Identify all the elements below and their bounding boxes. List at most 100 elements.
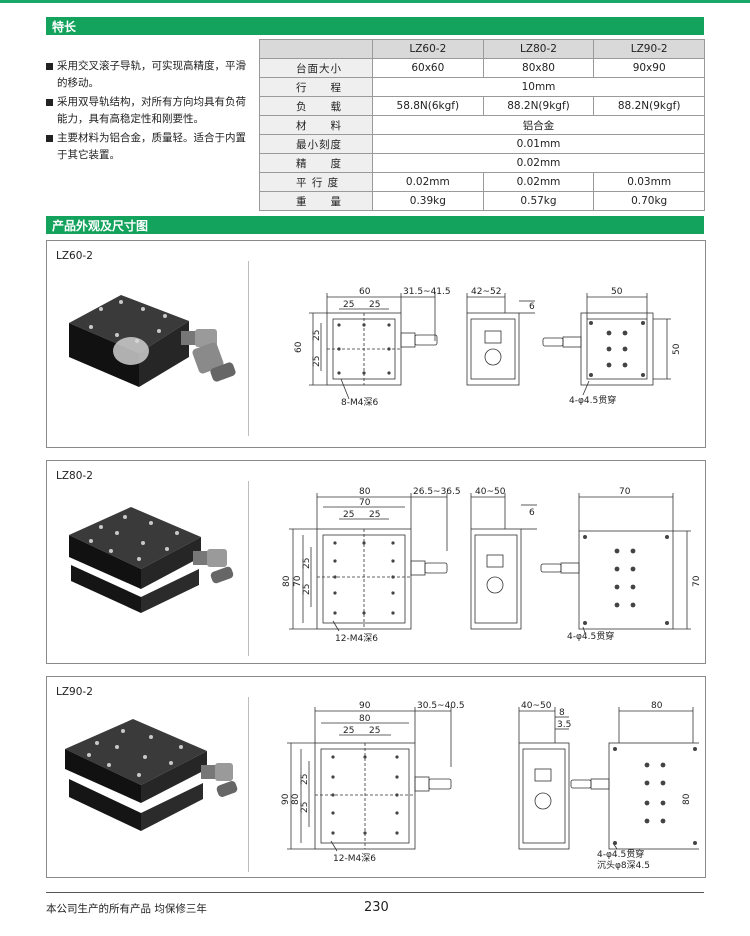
dim-label: 60 xyxy=(359,287,371,297)
spec-value: 88.2N(9kgf) xyxy=(482,96,595,116)
spec-label: 负 载 xyxy=(259,96,373,116)
spec-row: 重 量 0.39kg 0.57kg 0.70kg xyxy=(259,191,705,211)
dim-label: 3.5 xyxy=(557,720,571,730)
dim-label: 31.5~41.5 xyxy=(403,287,451,297)
dim-label: 8 xyxy=(559,708,565,718)
footer-divider xyxy=(46,892,704,893)
spec-label: 精 度 xyxy=(259,153,373,173)
dim-label: 25 xyxy=(369,510,380,520)
spec-row: 材 料 铝合金 xyxy=(259,115,705,135)
features-title: 特长 xyxy=(52,20,77,34)
dim-label: 90 xyxy=(281,793,291,805)
spec-label: 台面大小 xyxy=(259,58,373,78)
model-panel-lz90: LZ90-2 xyxy=(46,676,706,878)
dim-label: 60 xyxy=(294,341,304,353)
spec-value: 铝合金 xyxy=(372,115,705,135)
spec-label: 材 料 xyxy=(259,115,373,135)
feature-text: 采用双导轨结构，对所有方向均具有负荷能力，具有高稳定性和刚要性。 xyxy=(57,96,246,125)
dim-label: 80 xyxy=(291,793,301,805)
feature-text: 主要材料为铝合金，质量轻。适合于内置于其它装置。 xyxy=(57,132,246,161)
spec-value: 88.2N(9kgf) xyxy=(593,96,705,116)
bottom-note-secondary: 沉头φ8深4.5 xyxy=(597,860,650,871)
spec-value: 60x60 xyxy=(372,58,484,78)
dim-label: 70 xyxy=(359,498,371,508)
hole-note: 8-M4深6 xyxy=(341,397,378,408)
spec-row: 平 行 度 0.02mm 0.02mm 0.03mm xyxy=(259,172,705,192)
panel-divider xyxy=(248,697,249,872)
dim-label: 26.5~36.5 xyxy=(413,487,461,497)
dim-label: 25 xyxy=(369,300,380,310)
spec-header-cell: LZ90-2 xyxy=(593,39,705,59)
spec-value: 80x80 xyxy=(482,58,595,78)
spec-header-cell: LZ60-2 xyxy=(372,39,484,59)
dim-label: 80 xyxy=(651,701,663,711)
dim-label: 80 xyxy=(359,714,371,724)
spec-value: 0.39kg xyxy=(372,191,484,211)
spec-value: 0.01mm xyxy=(372,134,705,154)
panel-divider xyxy=(248,481,249,656)
dim-label: 25 xyxy=(343,510,354,520)
dim-label: 50 xyxy=(611,287,623,297)
dim-label: 25 xyxy=(300,774,310,785)
dim-label: 25 xyxy=(343,300,354,310)
dimension-header: 产品外观及尺寸图 xyxy=(46,216,704,234)
feature-item: 采用交叉滚子导轨，可实现高精度，平滑的移动。 xyxy=(46,58,256,92)
bottom-note: 4-φ4.5贯穿 xyxy=(569,394,616,406)
product-photo xyxy=(69,295,236,387)
dim-label: 90 xyxy=(359,701,371,711)
spec-value: 0.57kg xyxy=(482,191,595,211)
dim-label: 50 xyxy=(672,343,682,355)
feature-text: 采用交叉滚子导轨，可实现高精度，平滑的移动。 xyxy=(57,60,246,89)
dim-label: 70 xyxy=(293,575,303,587)
spec-row: 行 程 10mm xyxy=(259,77,705,97)
model-name: LZ90-2 xyxy=(56,686,93,698)
feature-item: 主要材料为铝合金，质量轻。适合于内置于其它装置。 xyxy=(46,130,256,164)
product-photo xyxy=(69,507,234,613)
spec-header-cell xyxy=(259,39,373,59)
dimension-drawing: 90 30.5~40.5 80 25 25 90 80 25 25 12-M4深… xyxy=(281,701,699,871)
dimension-title: 产品外观及尺寸图 xyxy=(52,219,149,233)
spec-value: 58.8N(6kgf) xyxy=(372,96,484,116)
dim-label: 70 xyxy=(619,487,631,497)
dim-label: 70 xyxy=(692,575,699,587)
bottom-note: 4-φ4.5贯穿 xyxy=(597,848,644,860)
dim-label: 25 xyxy=(343,726,354,736)
model-panel-lz80: LZ80-2 xyxy=(46,460,706,664)
model-name: LZ60-2 xyxy=(56,250,93,262)
spec-row: 台面大小 60x60 80x80 90x90 xyxy=(259,58,705,78)
spec-label: 平 行 度 xyxy=(259,172,373,192)
dim-label: 25 xyxy=(369,726,380,736)
dim-label: 25 xyxy=(312,330,322,341)
dim-label: 25 xyxy=(302,558,312,569)
spec-label: 最小刻度 xyxy=(259,134,373,154)
bullet-square-icon xyxy=(46,135,53,142)
spec-value: 0.02mm xyxy=(372,172,484,192)
spec-value: 90x90 xyxy=(593,58,705,78)
dim-label: 25 xyxy=(312,356,322,367)
spec-header-row: LZ60-2 LZ80-2 LZ90-2 xyxy=(259,39,705,59)
features-header: 特长 xyxy=(46,17,704,35)
bullet-square-icon xyxy=(46,63,53,70)
spec-row: 负 载 58.8N(6kgf) 88.2N(9kgf) 88.2N(9kgf) xyxy=(259,96,705,116)
dim-label: 25 xyxy=(300,802,310,813)
dimension-drawing: 80 26.5~36.5 70 25 25 80 70 25 25 12-M4深… xyxy=(282,487,699,644)
spec-row: 精 度 0.02mm xyxy=(259,153,705,173)
spec-label: 行 程 xyxy=(259,77,373,97)
features-list: 采用交叉滚子导轨，可实现高精度，平滑的移动。 采用双导轨结构，对所有方向均具有负… xyxy=(46,58,256,164)
dim-label: 80 xyxy=(282,575,292,587)
dim-label: 40~50 xyxy=(475,487,506,497)
spec-value: 0.02mm xyxy=(482,172,595,192)
panel-divider xyxy=(248,261,249,436)
dim-label: 80 xyxy=(359,487,371,497)
hole-note: 12-M4深6 xyxy=(335,633,378,644)
spec-value: 0.03mm xyxy=(593,172,705,192)
spec-label: 重 量 xyxy=(259,191,373,211)
bottom-note: 4-φ4.5贯穿 xyxy=(567,630,614,642)
warranty-text: 本公司生产的所有产品 均保修三年 xyxy=(46,903,207,915)
dim-label: 25 xyxy=(302,584,312,595)
dim-label: 80 xyxy=(682,793,692,805)
top-accent-line xyxy=(0,0,750,3)
product-photo xyxy=(65,719,238,831)
spec-value: 0.70kg xyxy=(593,191,705,211)
spec-value: 0.02mm xyxy=(372,153,705,173)
